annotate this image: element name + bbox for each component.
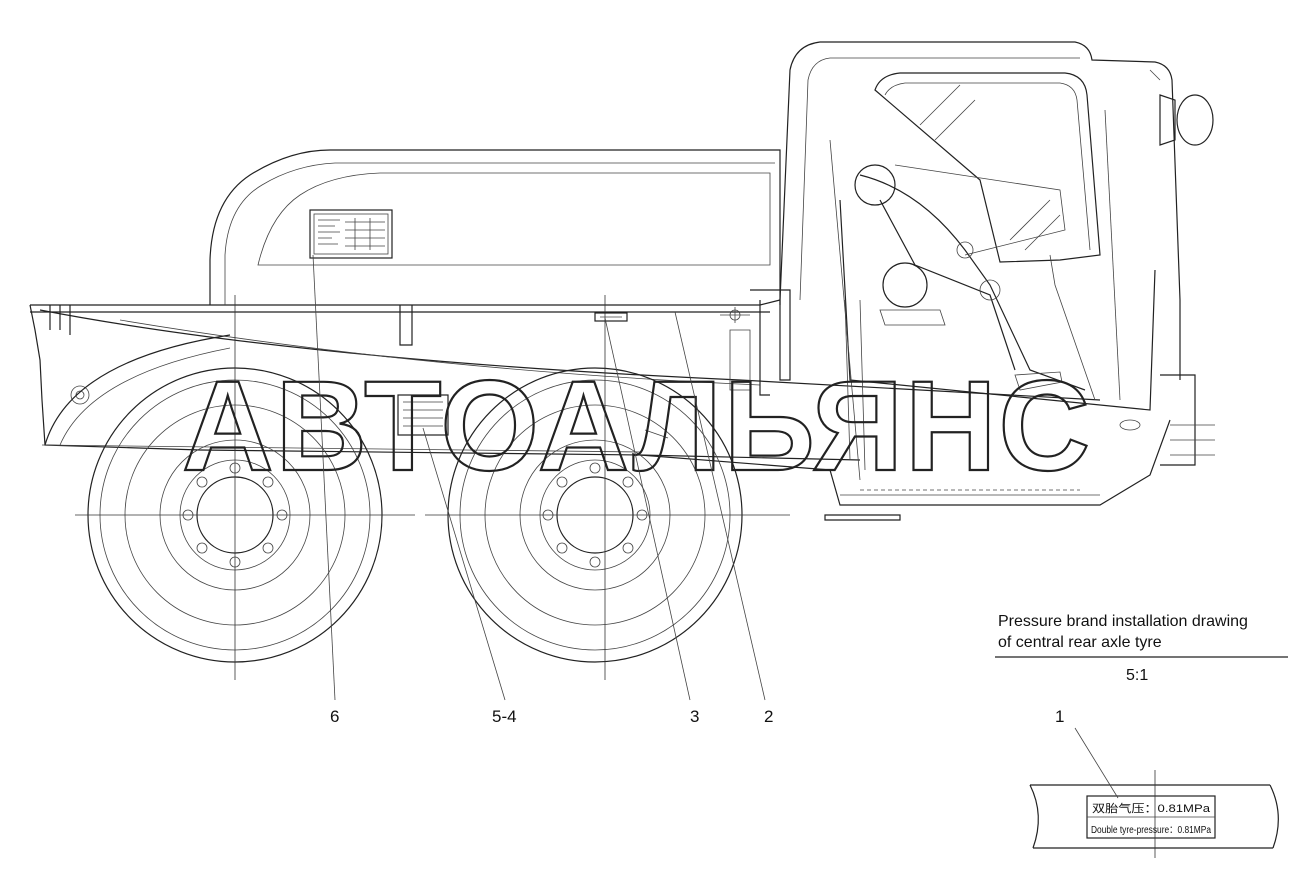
- callout-6: 6: [330, 707, 339, 726]
- detail-caption-line2: of central rear axle tyre: [998, 634, 1162, 651]
- cab-outline: [779, 41, 1214, 481]
- pressure-plate-detail: [1029, 727, 1279, 858]
- callout-5-4: 5-4: [492, 707, 517, 726]
- detail-scale: 5:1: [1126, 667, 1148, 684]
- callout-2: 2: [764, 707, 773, 726]
- center-lines: [75, 295, 790, 680]
- detail-caption-line1: Pressure brand installation drawing: [998, 613, 1248, 630]
- truck-body-outline: [29, 149, 1215, 521]
- nameplate-5-4: [397, 394, 449, 436]
- watermark-text: АВТОАЛЬЯНС: [182, 355, 1092, 498]
- pressure-plate-english: Double tyre-pressure：0.81MPa: [1091, 825, 1211, 836]
- pressure-plate-chinese: 双胎气压：0.81MPa: [1092, 801, 1211, 815]
- callout-1: 1: [1055, 707, 1064, 726]
- nameplate-6: [309, 209, 393, 259]
- nameplate-3: [594, 312, 628, 322]
- callout-3: 3: [690, 707, 699, 726]
- leader-lines: [312, 254, 766, 701]
